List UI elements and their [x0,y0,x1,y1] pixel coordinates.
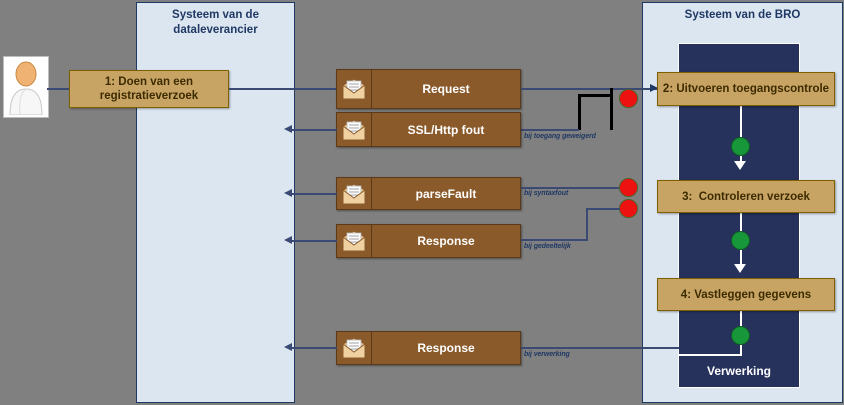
branch-line-toegang-down [578,94,581,130]
branch-line-toegang-horizontal [578,94,613,97]
message-label-response-1: Response [417,234,475,248]
annotation-bij-verwerking: bij verwerking [524,351,570,358]
flow-line-end-horizontal [679,354,742,356]
message-label-response-2: Response [417,341,475,355]
envelope-icon-cell [337,113,372,146]
flow-arrow-to-step3 [734,161,746,170]
status-dot-controle-ok [731,231,750,250]
status-dot-syntaxfout [619,178,638,197]
flow-arrow-to-step4 [734,264,746,273]
arrow-to-dataleverancier-parsefault [284,189,292,197]
connector-response1-to-lane [290,240,337,242]
process-box-step1[interactable]: 1: Doen van een registratieverzoek [69,70,229,108]
lane-dataleverancier-title-line1: Systeem van de [172,9,259,21]
connector-gedeeltelijk-vertical [586,208,588,241]
arrow-into-step2 [650,84,658,92]
connector-gedeeltelijk-horizontal [586,208,620,210]
envelope-icon [342,78,366,100]
process-box-step3[interactable]: 3: Controleren verzoek [657,180,835,213]
connector-response2-to-lane [290,347,337,349]
connector-actor-to-step1 [47,88,69,90]
lane-dataleverancier [136,2,295,403]
envelope-icon [342,118,366,140]
connector-step1-to-request [229,88,337,90]
message-label-request: Request [422,82,470,96]
status-dot-vastleggen-ok [731,326,750,345]
message-box-response-2[interactable]: Response [336,331,521,365]
lane-dataleverancier-title-line2: dataleverancier [173,24,258,36]
arrow-to-dataleverancier-ssl [284,125,292,133]
message-label-ssl-http-fout: SSL/Http fout [407,122,485,137]
connector-request-to-step2 [521,88,658,90]
arrow-to-dataleverancier-response1 [284,236,292,244]
message-box-request[interactable]: Request [336,69,521,109]
bro-processing-label: Verwerking [706,364,772,378]
message-label-parsefault: parseFault [415,186,477,201]
envelope-icon [342,337,366,359]
message-box-parsefault[interactable]: parseFault [336,177,521,210]
annotation-bij-toegang-geweigerd: bij toegang geweigerd [524,133,596,140]
envelope-icon-cell [337,70,372,108]
connector-gedeeltelijk-to-response1 [521,239,587,241]
connector-parsefault-to-lane [290,193,337,195]
envelope-icon [342,182,366,204]
connector-step3-to-parsefault [521,187,620,189]
person-icon [9,61,43,115]
process-box-step4[interactable]: 4: Vastleggen gegevens [657,278,835,311]
envelope-icon-cell [337,332,372,364]
envelope-icon [342,230,366,252]
actor-dataleverancier [3,56,49,118]
annotation-bij-gedeeltelijk: bij gedeeltelijk [524,243,571,250]
status-dot-toegang-ok [731,137,750,156]
process-box-step2[interactable]: 2: Uitvoeren toegangscontrole [657,72,835,106]
envelope-icon-cell [337,225,372,257]
connector-sslfout-to-lane [290,129,337,131]
connector-toegang-to-sslfout [521,129,579,131]
connector-verwerking-to-response2 [521,347,679,349]
envelope-icon-cell [337,178,372,209]
annotation-bij-syntaxfout: bij syntaxfout [524,190,569,197]
message-box-ssl-http-fout[interactable]: SSL/Http fout [336,112,521,147]
branch-line-toegang-vertical [610,88,613,130]
arrow-to-dataleverancier-response2 [284,343,292,351]
lane-bro-title: Systeem van de BRO [684,9,801,21]
flow-line-2-to-3 [740,106,742,161]
message-box-response-1[interactable]: Response [336,224,521,258]
status-dot-gedeeltelijk [619,199,638,218]
status-dot-toegang-geweigerd [619,89,638,108]
